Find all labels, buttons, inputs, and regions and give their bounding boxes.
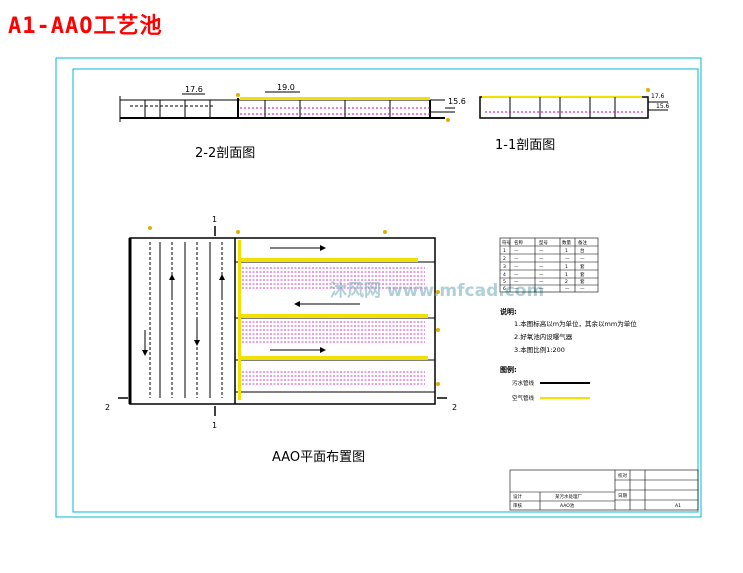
cut-mark-2-left: 2 [105,403,110,412]
outer-frame [55,57,702,518]
legend-row-3-col-3: 1 [565,272,568,278]
section22-title: 2-2剖面图 [195,146,255,161]
legend-row-3-col-0: 4 [503,272,506,278]
tb-label-design: 设计 [513,493,522,500]
legend-row-3-col-1: — [514,273,519,278]
legend-row-2-col-4: 套 [580,263,585,270]
legend-row-1-col-4: — [580,257,585,262]
legend-row-3-col-2: — [539,273,544,278]
legend-row-1-col-1: — [514,257,519,262]
legend-row-2-col-1: — [514,265,519,270]
line-legend-air-label: 空气管线 [512,394,535,402]
plan-view [118,226,447,416]
legend-header-4: 备注 [578,239,587,246]
section-1-1 [479,88,668,119]
legend-row-2-col-0: 3 [503,264,506,270]
legend-header-3: 数量 [562,239,571,246]
legend-header-1: 名称 [514,239,523,246]
legend-row-2-col-3: 1 [565,264,568,270]
inner-frame [72,68,699,513]
legend-row-4-col-0: 5 [503,279,506,285]
tb-label-check: 校对 [618,472,627,479]
page-title: A1-AAO工艺池 [8,14,163,39]
tb-project: 某污水处理厂 [555,493,582,500]
legend-row-1-col-0: 2 [503,256,506,262]
section22-dim-right: 15.6 [448,97,466,106]
section11-level-right: 15.6 [656,103,670,110]
legend-row-4-col-3: 2 [565,279,568,285]
legend-header-2: 型号 [539,239,548,246]
notes-line-3: 3.本图比例1:200 [514,345,565,354]
legend-row-4-col-4: 套 [580,278,585,285]
legend-row-4-col-1: — [514,280,519,285]
notes-heading: 说明: [500,307,517,316]
plan-title: AAO平面布置图 [272,450,365,465]
legend-row-3-col-4: 套 [580,271,585,278]
section11-title: 1-1剖面图 [495,138,555,153]
section11-level-top: 17.6 [651,93,665,100]
section22-dim-left: 17.6 [185,85,203,94]
legend-row-5-col-2: — [539,287,544,292]
section22-dim-mid: 19.0 [277,83,295,92]
cut-mark-2-right: 2 [452,403,457,412]
notes-line-2: 2.好氧池内设曝气器 [514,332,573,341]
line-legend-heading: 图例: [500,365,517,374]
legend-row-5-col-3: — [565,287,570,292]
tb-sheet: A1 [675,503,681,509]
legend-row-5-col-1: — [514,287,519,292]
title-block [509,469,699,511]
tb-label-date: 日期 [618,493,627,499]
watermark: 沐风网 www.mfcad.com [330,281,544,301]
legend-row-0-col-4: 台 [580,247,585,254]
legend-table [499,237,599,293]
legend-row-5-col-4: — [580,287,585,292]
legend-row-4-col-2: — [539,280,544,285]
legend-row-2-col-2: — [539,265,544,270]
legend-row-0-col-3: 1 [565,248,568,254]
section-2-2 [119,91,455,122]
cut-mark-1-top: 1 [212,215,217,224]
cut-mark-1-bottom: 1 [212,421,217,430]
notes-line-1: 1.本图标高以m为单位，其余以mm为单位 [514,319,637,328]
legend-row-1-col-3: — [565,257,570,262]
legend-row-0-col-1: — [514,249,519,254]
legend-row-5-col-0: 6 [503,286,506,292]
tb-label-review: 审核 [513,502,522,509]
tb-drawing-name: AAO池 [560,502,575,509]
legend-row-0-col-0: 1 [503,248,506,254]
legend-row-0-col-2: — [539,249,544,254]
legend-row-1-col-2: — [539,257,544,262]
line-legend-sewage-label: 污水管线 [512,379,535,387]
legend-header-0: 符号 [502,239,511,246]
